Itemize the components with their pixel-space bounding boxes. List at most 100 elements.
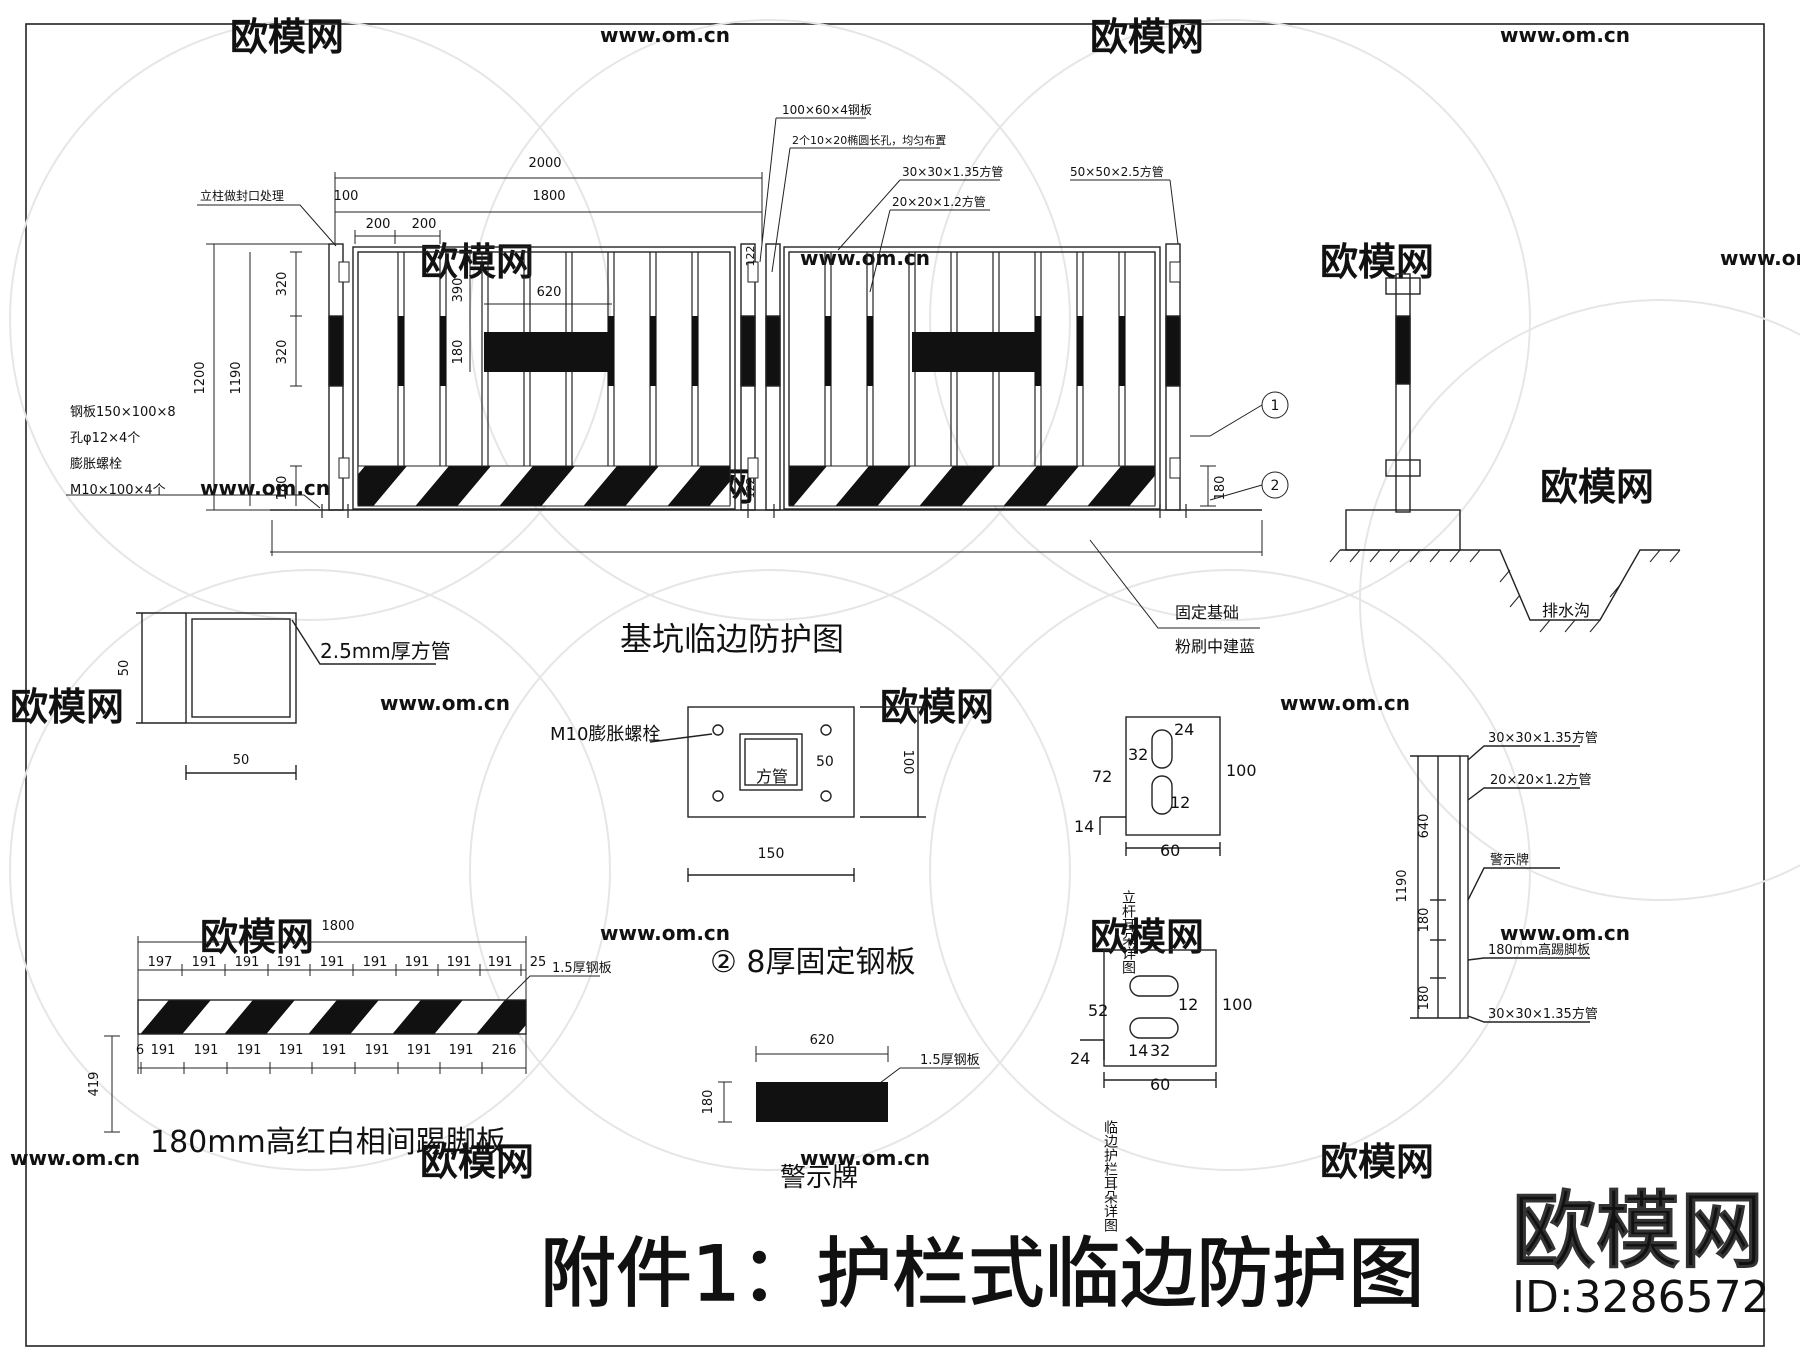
svg-text:191: 191 [405,955,430,970]
dim-1190: 1190 [229,361,244,394]
post-lugs [338,261,1181,479]
toe-dim-total: 1800 [321,919,354,934]
elevation-dimensions [206,172,1263,556]
warning-sign-dim-620: 620 [810,1033,835,1048]
dim-122-top: 122 [744,246,757,267]
elevation-labels: 立柱做封口处理 100×60×4钢板 2个10×20椭圆长孔，均匀布置 30×3… [70,103,1279,656]
svg-text:20×20×1.2方管: 20×20×1.2方管 [1490,772,1592,788]
label-plate-top: 100×60×4钢板 [782,103,872,117]
watermark-logo: 欧模网 [1320,1140,1434,1184]
svg-text:24: 24 [1174,720,1194,739]
dim-200b: 200 [412,217,437,232]
svg-text:100: 100 [1226,761,1257,780]
svg-text:191: 191 [151,1043,176,1058]
id-stamp: ID:3286572 [1512,1272,1770,1323]
base-plate [649,706,926,882]
lug-detail-bottom [1080,949,1217,1088]
dim-1800: 1800 [532,189,565,204]
tube-dim-width: 50 [233,753,250,768]
label-holes: 2个10×20椭圆长孔，均匀布置 [792,133,946,147]
dim-2000: 2000 [528,156,561,171]
dim-100: 100 [334,189,359,204]
watermark-url: www.om.cn [200,476,330,500]
svg-text:191: 191 [488,955,513,970]
foundation-label-1: 固定基础 [1175,603,1239,622]
base-plate-dim-50: 50 [816,754,834,770]
elevation-title: 基坑临边防护图 [620,620,844,658]
lug-caption-top: 立杆耳朵详图 [1120,890,1136,974]
warning-sign-panel-2 [912,332,1040,372]
warning-sign-plate [756,1082,888,1122]
dim-1200: 1200 [193,361,208,394]
svg-text:52: 52 [1088,1001,1108,1020]
watermark-url: www.om.cn [380,691,510,715]
svg-text:32: 32 [1128,745,1148,764]
label-tube30: 30×30×1.35方管 [902,164,1003,179]
watermark-url: www.om.cn [10,1146,140,1170]
svg-text:12: 12 [1178,995,1198,1014]
watermark-url: www.om.cn [1280,691,1410,715]
svg-text:197: 197 [148,955,173,970]
svg-text:32: 32 [1150,1041,1170,1060]
dim-122-bot: 122 [744,478,757,499]
base-plate-dim-100: 100 [900,750,915,775]
svg-text:191: 191 [279,1043,304,1058]
toe-board-strip [137,999,527,1035]
svg-text:191: 191 [277,955,302,970]
warning-sign-plate-label: 1.5厚钢板 [920,1053,980,1068]
svg-text:640: 640 [1417,814,1432,839]
svg-text:60: 60 [1160,841,1180,860]
svg-text:6: 6 [136,1043,144,1058]
dim-390: 390 [451,278,466,303]
svg-text:100: 100 [1222,995,1253,1014]
dim-200a: 200 [366,217,391,232]
watermark-logo: 欧模网 [10,685,124,729]
watermark-logo: 欧模网 [1090,915,1204,959]
svg-text:180mm高踢脚板: 180mm高踢脚板 [1488,942,1590,958]
svg-text:60: 60 [1150,1075,1170,1094]
svg-text:25: 25 [530,955,547,970]
dim-620: 620 [537,285,562,300]
watermark-logo: 欧模网 [1090,15,1204,59]
dim-180-sign: 180 [451,340,466,365]
toe-board-caption: 180mm高红白相间踢脚板 [150,1125,506,1160]
svg-text:191: 191 [235,955,260,970]
toe-board-panel-2 [788,465,1156,507]
svg-text:14: 14 [1074,817,1094,836]
svg-text:14: 14 [1128,1041,1148,1060]
foundation-label-2: 粉刷中建蓝 [1175,637,1255,656]
side-view [1340,273,1680,621]
svg-text:191: 191 [407,1043,432,1058]
label-anchor: 膨胀螺栓 [70,457,122,472]
svg-text:警示牌: 警示牌 [1490,852,1529,868]
watermark-url: www.om.cn [600,921,730,945]
watermark-logo: 欧模网 [1540,465,1654,509]
tube-section [136,612,436,780]
side-view-hatch [1329,549,1681,633]
svg-text:30×30×1.35方管: 30×30×1.35方管 [1488,1006,1598,1022]
label-m10: M10×100×4个 [70,483,166,498]
toe-board-dims: 1800 197 191 191 191 191 191 191 191 191… [136,919,546,1058]
watermark-arcs [9,19,1800,1171]
anchor-bolts [321,504,1187,518]
svg-text:191: 191 [365,1043,390,1058]
toe-board-panel-1 [357,465,731,507]
main-title: 附件1：护栏式临边防护图 [540,1229,1424,1318]
svg-text:1190: 1190 [1395,869,1410,902]
watermark-logo: 欧模网 [200,915,314,959]
base-plate-bolt-label: M10膨胀螺栓 [550,724,660,745]
elevation-dim-texts: 2000 1800 100 200 200 620 180 390 1200 1… [193,156,1228,500]
watermark-texts: 欧模网 欧模网 www.om.cn www.om.cn 欧模网 欧模网 www.… [10,15,1800,1184]
toe-board-detail [104,941,600,1133]
watermark-url: www.om.cn [1720,246,1800,270]
svg-text:216: 216 [492,1043,517,1058]
warning-sign-caption: 警示牌 [780,1163,858,1193]
watermark-url: www.om.cn [1500,921,1630,945]
lug-detail-bottom-dims: 12 52 24 14 32 100 60 [1070,995,1253,1094]
svg-text:191: 191 [194,1043,219,1058]
watermark-url: www.om.cn [600,23,730,47]
label-post-cap: 立柱做封口处理 [200,188,284,203]
lug-caption-bottom: 临边护栏耳朵详图 [1102,1120,1118,1232]
dim-180-right: 180 [1213,476,1228,501]
